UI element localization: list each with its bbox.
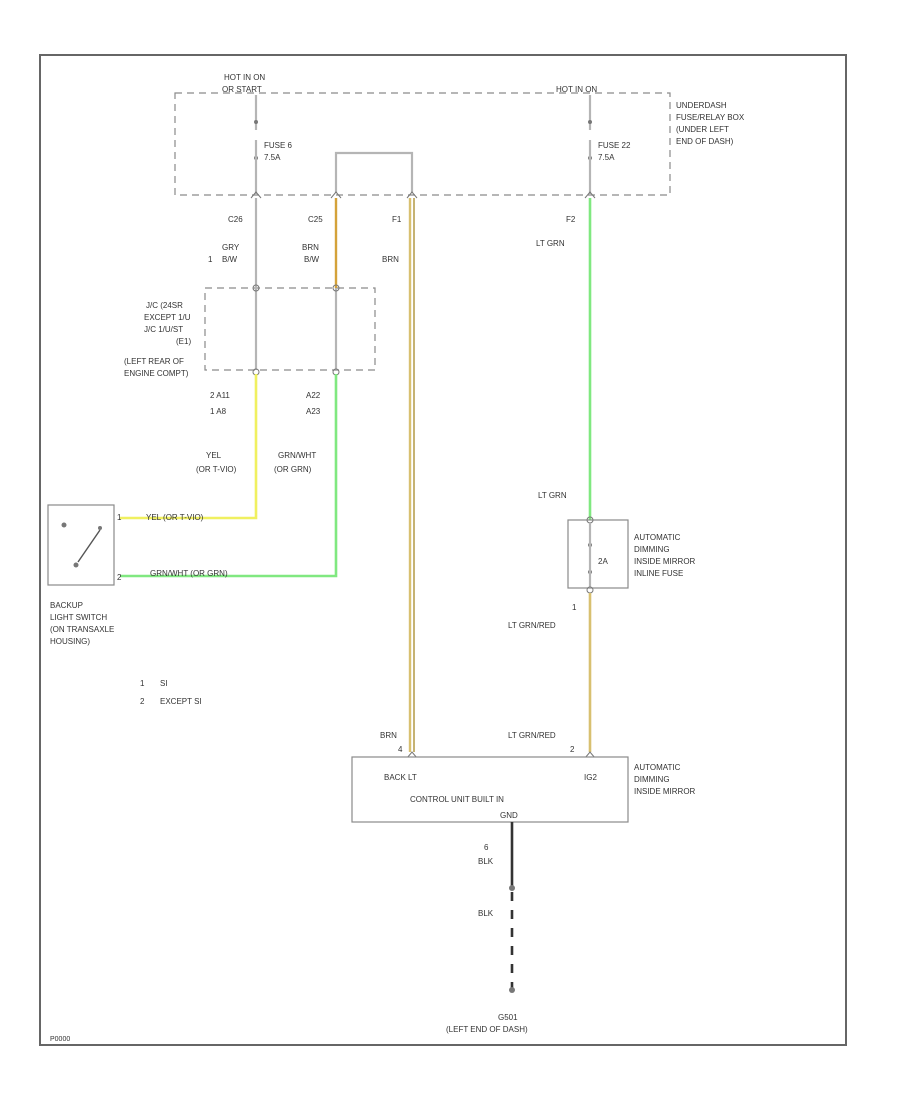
wire-label-grn: GRN/WHT (278, 451, 316, 460)
jc-pin-label-a11: 2 A11 (210, 391, 230, 400)
wire-label-bw2: B/W (304, 255, 320, 264)
wire-label-brn: BRN (302, 243, 319, 252)
fuse6-label: FUSE 6 (264, 141, 293, 150)
wire-grn (120, 374, 338, 578)
ground-id: G501 (498, 1013, 518, 1022)
legend-2-number: 2 (140, 697, 145, 706)
wire-label-ltgrn-2: LT GRN (538, 491, 567, 500)
mirror-label-1: AUTOMATIC (634, 763, 681, 772)
control-gnd: GND (500, 811, 518, 820)
hot-left-label-2: OR START (222, 85, 262, 94)
legend-1-text: SI (160, 679, 168, 688)
jc-pin-label-a23: A23 (306, 407, 321, 416)
mirror-pin-ig2 (584, 751, 596, 759)
mirror-pin-backlt (406, 751, 418, 759)
wire-label-bw1: B/W (222, 255, 238, 264)
underdash-label-2: FUSE/RELAY BOX (676, 113, 745, 122)
jc-pin-mid-top (332, 284, 340, 292)
wire-pin-1-label: 1 (572, 603, 577, 612)
mirror-pin-4: 4 (398, 745, 403, 754)
wire-label-grn-2: (OR GRN) (274, 465, 312, 474)
switch-contact-top (61, 522, 67, 528)
jc-pin-label-a8: 1 A8 (210, 407, 227, 416)
switch-pivot (98, 526, 102, 530)
backup-light-switch (47, 504, 115, 586)
wire-label-yel-2: (OR T-VIO) (196, 465, 237, 474)
jc-label-6: ENGINE COMPT) (124, 369, 189, 378)
switch-pin-2: 2 (117, 573, 122, 582)
wire-label-blk-2: BLK (478, 909, 494, 918)
backup-label-2: LIGHT SWITCH (50, 613, 107, 622)
inline-fuse-label-2: DIMMING (634, 545, 670, 554)
control-ig2: IG2 (584, 773, 597, 782)
wire-label-ltgrn: LT GRN (536, 239, 565, 248)
jc-label-4: (E1) (176, 337, 191, 346)
fuse6-node-top (254, 120, 258, 124)
connector-c26: C26 (228, 215, 243, 224)
mirror-label-3: INSIDE MIRROR (634, 787, 696, 796)
wire-label-brn-bot: BRN (380, 731, 397, 740)
switch-contact-bot (73, 562, 79, 568)
diagram-frame (39, 54, 847, 1046)
wire-label-1: 1 (208, 255, 213, 264)
mirror-pin-2: 2 (570, 745, 575, 754)
control-backlt: BACK LT (384, 773, 417, 782)
wire-label-grn-h: GRN/WHT (OR GRN) (150, 569, 228, 578)
inline-fuse-label-4: INLINE FUSE (634, 569, 683, 578)
connector-f2: F2 (566, 215, 576, 224)
wire-yel (120, 374, 258, 520)
underdash-label-4: END OF DASH) (676, 137, 734, 146)
legend-1-number: 1 (140, 679, 145, 688)
backup-label-3: (ON TRANSAXLE (50, 625, 114, 634)
pin-f2 (584, 191, 596, 199)
jc-pin-left-top (252, 284, 260, 292)
hot-right-label: HOT IN ON (556, 85, 597, 94)
inline-fuse-label-1: AUTOMATIC (634, 533, 681, 542)
fuse22-label: FUSE 22 (598, 141, 631, 150)
mirror-label-2: DIMMING (634, 775, 670, 784)
wire-label-ltgrn-red: LT GRN/RED (508, 621, 556, 630)
underdash-label-3: (UNDER LEFT (676, 125, 729, 134)
hot-left-label: HOT IN ON (224, 73, 265, 82)
pin-c25 (330, 191, 342, 199)
underdash-label-1: UNDERDASH (676, 101, 727, 110)
wire-label-brn-main: BRN (382, 255, 399, 264)
jc-label-2: EXCEPT 1/U (144, 313, 191, 322)
junction-connector-box (204, 287, 376, 371)
internal-bridge (334, 151, 414, 193)
fuse6-amp: 7.5A (264, 153, 281, 162)
connector-c25: C25 (308, 215, 323, 224)
jc-label-5: (LEFT REAR OF (124, 357, 184, 366)
diagram-code: P0000 (50, 1036, 70, 1043)
pin-c26 (250, 191, 262, 199)
wire-label-blk: BLK (478, 857, 494, 866)
pin-f1 (406, 191, 418, 199)
inline-fuse-rating: 2A (598, 557, 608, 566)
switch-blade (77, 529, 101, 563)
inline-fuse-label-3: INSIDE MIRROR (634, 557, 696, 566)
inline-fuse-box (567, 519, 629, 589)
fuse22-node-top (588, 120, 592, 124)
switch-pin-1: 1 (117, 513, 122, 522)
underdash-fuse-box (174, 92, 671, 196)
jc-label-3: J/C 1/U/ST (144, 325, 183, 334)
wire-label-gry: GRY (222, 243, 240, 252)
fuse22-amp: 7.5A (598, 153, 615, 162)
control-unit-label: CONTROL UNIT BUILT IN (410, 795, 504, 804)
connector-f1: F1 (392, 215, 402, 224)
legend-2-text: EXCEPT SI (160, 697, 202, 706)
backup-label-4: HOUSING) (50, 637, 90, 646)
wire-label-yel: YEL (206, 451, 222, 460)
wire-label-yel-h: YEL (OR T-VIO) (146, 513, 204, 522)
backup-label-1: BACKUP (50, 601, 83, 610)
control-unit-box (351, 756, 629, 823)
ground-splice (509, 885, 515, 891)
wire-label-ltgrn-red-2: LT GRN/RED (508, 731, 556, 740)
ground-point (509, 987, 515, 993)
jc-pin-label-a22: A22 (306, 391, 321, 400)
ground-pin-6: 6 (484, 843, 489, 852)
ground-location: (LEFT END OF DASH) (446, 1025, 528, 1034)
jc-label-1: J/C (24SR (146, 301, 183, 310)
